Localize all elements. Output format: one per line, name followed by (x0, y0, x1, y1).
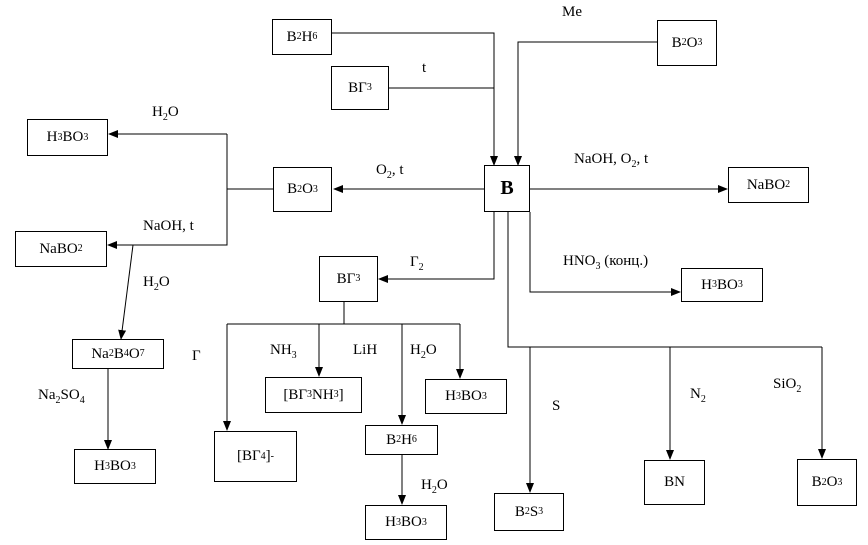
label-naoh-o2-t: NaOH, O2, t (574, 151, 649, 170)
arrow-b2h6-to-b (332, 32, 498, 166)
arrow-b2o3-to-b (514, 41, 658, 166)
arrow-nabo2-to-na2b4o7 (118, 244, 134, 340)
label-h2o-left: H2O (143, 274, 170, 293)
label-h2o-top: H2O (152, 104, 179, 123)
label-sio2: SiO2 (773, 376, 802, 395)
bn-box: BN (644, 460, 705, 505)
boron-box: B (484, 165, 530, 212)
label-h2o-mid: H2O (410, 342, 437, 361)
label-me: Me (562, 4, 582, 20)
label-g2: Γ2 (410, 254, 424, 273)
label-lih: LiH (353, 342, 378, 358)
label-g: Γ (192, 348, 201, 364)
label-hno3: HNO3 (конц.) (563, 253, 649, 272)
arrow-to-nabo2-left (107, 189, 228, 249)
label-na2so4: Na2SO4 (38, 387, 85, 406)
label-h2o-bottom: H2O (421, 477, 448, 496)
label-n2: N2 (690, 386, 706, 405)
label-nh3: NH3 (270, 342, 297, 361)
label-s: S (552, 398, 561, 414)
label-t: t (422, 60, 427, 76)
line-b2o3-branch (226, 134, 273, 190)
label-naoh-t: NaOH, t (143, 218, 194, 234)
arrow-b-to-h3bo3-hno3 (529, 212, 681, 296)
label-o2-t: O2, t (376, 162, 404, 181)
line-b-branch-bottom (507, 212, 822, 348)
arrow-b-to-bg3 (378, 212, 495, 283)
